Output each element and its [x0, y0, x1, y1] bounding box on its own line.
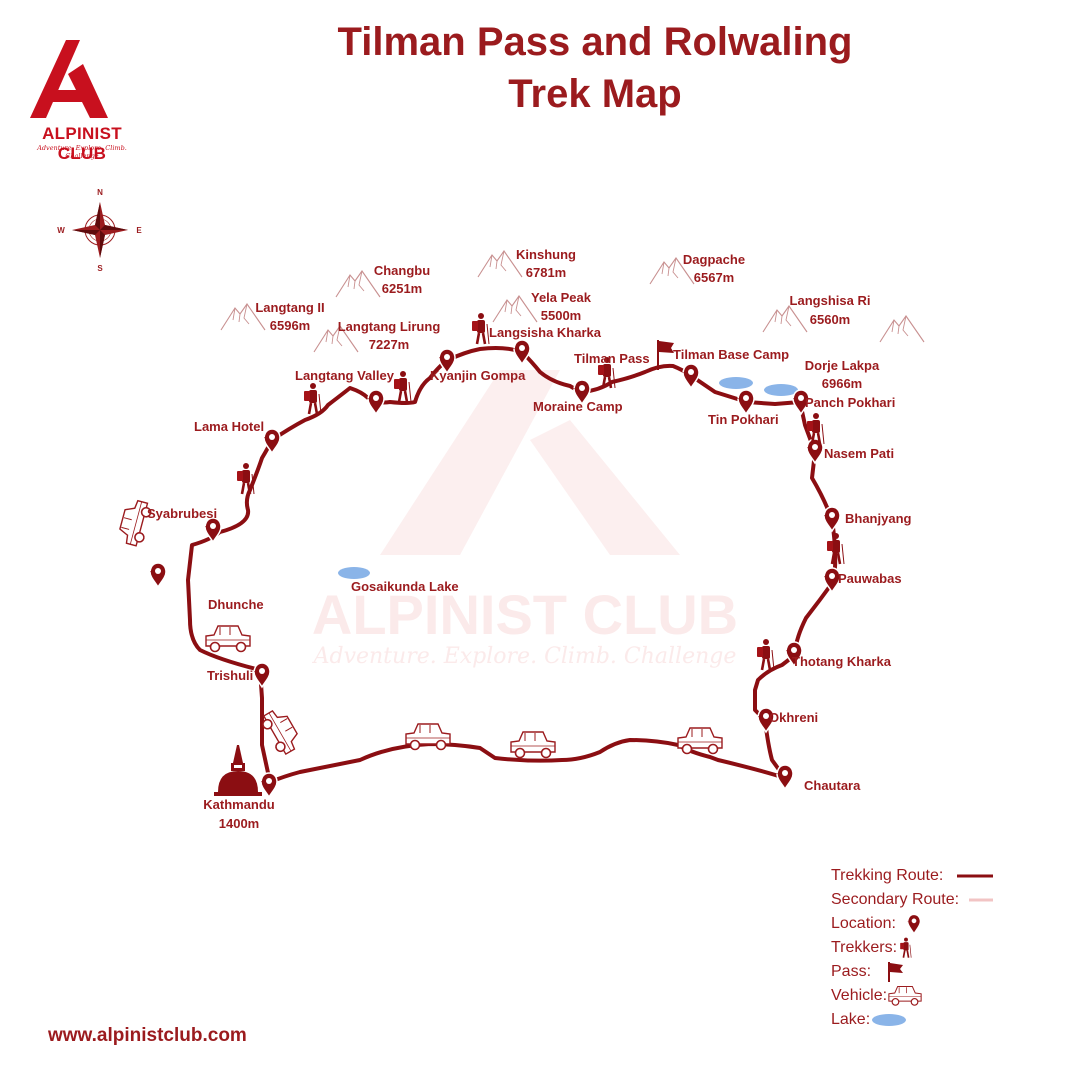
peak-label-yela-peak: Yela Peak	[531, 290, 592, 305]
peak-label-langshisa-ri: Langshisa Ri	[790, 293, 871, 308]
brand-logo-icon	[30, 40, 108, 118]
location-pin-bhanjyang[interactable]	[823, 506, 841, 532]
brand-logo: ALPINIST CLUB Adventure. Explore. Climb.…	[22, 38, 142, 163]
location-label-panch-pokhari: Panch Pokhari	[805, 395, 895, 410]
peak-label-langtang-ii: Langtang II	[255, 300, 324, 315]
map-title-line2: Trek Map	[508, 72, 682, 116]
location-label-tilman-pass: Tilman Pass	[574, 351, 650, 366]
location-pin-tin-pokhari[interactable]	[737, 389, 755, 415]
location-label-kathmandu: Kathmandu	[203, 797, 275, 812]
location-label-thotang-kharka: Thotang Kharka	[792, 654, 892, 669]
secondary-route-swatch-icon	[969, 898, 994, 902]
peak-elevation-langshisa-ri: 6560m	[810, 312, 850, 327]
trekker-icon	[899, 937, 913, 959]
location-label-lama-hotel: Lama Hotel	[194, 419, 264, 434]
peak-elevation-yela-peak: 5500m	[541, 308, 581, 323]
lake-icon-gosaikunda	[338, 567, 370, 579]
peak-elevation-langtang-ii: 6596m	[270, 318, 310, 333]
peak-elevation-langtang-lirung: 7227m	[369, 337, 409, 352]
trekker-icon	[392, 369, 413, 404]
location-elevation-kathmandu: 1400m	[219, 816, 259, 831]
legend-pass-label: Pass:	[831, 963, 872, 980]
legend-trekkers: Trekkers:	[831, 936, 1051, 960]
watermark-logo	[380, 370, 680, 555]
lake-icon	[872, 1014, 907, 1026]
website-link[interactable]: www.alpinistclub.com	[48, 1025, 247, 1046]
trekker-icon	[470, 311, 491, 346]
watermark-brand-tagline: Adventure. Explore. Climb. Challenge	[313, 644, 737, 669]
location-label-gosaikunda-lake: Gosaikunda Lake	[351, 579, 459, 594]
brand-tagline: Adventure. Explore. Climb. Challenge	[37, 144, 127, 160]
lake-icon-tin-pokhari	[719, 377, 753, 389]
compass-east: E	[136, 226, 142, 235]
location-label-langsisha-kharka: Langsisha Kharka	[489, 325, 602, 340]
location-label-langtang-valley: Langtang Valley	[295, 368, 395, 383]
stupa-icon	[214, 745, 262, 796]
location-label-kyanjin-gompa: Kyanjin Gompa	[430, 368, 526, 383]
legend-lake-label: Lake:	[831, 1011, 871, 1028]
peak-label-langtang-lirung: Langtang Lirung	[338, 319, 441, 334]
brand-name: ALPINIST CLUB	[42, 124, 122, 163]
pass-flag-icon	[657, 340, 674, 370]
legend-pass: Pass:	[831, 960, 1051, 984]
location-label-trishuli: Trishuli	[207, 668, 253, 683]
legend-trekkers-label: Trekkers:	[831, 939, 898, 956]
legend-trekking-route-label: Trekking Route:	[831, 867, 944, 884]
location-label-syabrubesi: Syabrubesi	[147, 506, 217, 521]
location-label-okhreni: Okhreni	[769, 710, 818, 725]
map-title: Tilman Pass and Rolwaling Trek Map	[260, 16, 930, 120]
location-label-tilman-base-camp: Tilman Base Camp	[673, 347, 789, 362]
peak-elevation-kinshung: 6781m	[526, 265, 566, 280]
location-pin-icon	[907, 913, 921, 935]
trekker-icon	[302, 381, 323, 416]
legend-secondary-route-label: Secondary Route:	[831, 891, 960, 908]
legend-vehicle: Vehicle:	[831, 984, 1051, 1008]
peak-label-dorje-lakpa: Dorje Lakpa	[805, 358, 880, 373]
peak-label-dagpache: Dagpache	[683, 252, 745, 267]
vehicle-icon	[888, 985, 922, 1006]
location-label-nasem-pati: Nasem Pati	[824, 446, 894, 461]
legend-location: Location:	[831, 912, 1051, 936]
trekker-icon	[755, 637, 776, 672]
location-label-tin-pokhari: Tin Pokhari	[708, 412, 779, 427]
location-pin-tilman-base-camp[interactable]	[682, 363, 700, 389]
location-label-bhanjyang: Bhanjyang	[845, 511, 912, 526]
map-title-line1: Tilman Pass and Rolwaling	[337, 20, 853, 64]
location-pin-kathmandu[interactable]	[260, 772, 278, 798]
watermark-brand-name: ALPINIST CLUB	[311, 583, 739, 646]
location-pin-unnamed[interactable]	[149, 562, 167, 588]
peak-elevation-dorje-lakpa: 6966m	[822, 376, 862, 391]
location-label-dhunche: Dhunche	[208, 597, 264, 612]
trekking-route-swatch-icon	[957, 874, 994, 878]
vehicle-icon	[205, 625, 251, 653]
mountain-icon-dorje-lakpa	[879, 315, 925, 343]
pass-flag-icon	[888, 962, 904, 982]
vehicle-icon	[510, 731, 556, 759]
vehicle-icon	[677, 727, 723, 755]
location-pin-trishuli[interactable]	[253, 662, 271, 688]
location-pin-langtang-valley[interactable]	[367, 389, 385, 415]
mountain-icon-langshisa-ri	[762, 305, 808, 333]
compass-rose: N S E W	[57, 188, 142, 273]
location-label-moraine-camp: Moraine Camp	[533, 399, 623, 414]
location-pin-chautara[interactable]	[776, 764, 794, 790]
location-label-pauwabas: Pauwabas	[838, 571, 902, 586]
compass-south: S	[97, 264, 103, 273]
vehicle-icon	[258, 705, 304, 758]
peak-elevation-changbu: 6251m	[382, 281, 422, 296]
lake-icon-panch-pokhari	[764, 384, 798, 396]
compass-west: W	[57, 226, 65, 235]
peak-label-kinshung: Kinshung	[516, 247, 576, 262]
peak-label-changbu: Changbu	[374, 263, 430, 278]
legend-lake: Lake:	[831, 1008, 1051, 1032]
compass-north: N	[97, 188, 103, 197]
legend-vehicle-label: Vehicle:	[831, 987, 888, 1004]
map-legend: Trekking Route: Secondary Route: Locatio…	[831, 864, 1051, 1032]
legend-secondary-route: Secondary Route:	[831, 888, 1051, 912]
peak-elevation-dagpache: 6567m	[694, 270, 734, 285]
legend-location-label: Location:	[831, 915, 896, 932]
location-label-chautara: Chautara	[804, 778, 861, 793]
legend-trekking-route: Trekking Route:	[831, 864, 1051, 888]
